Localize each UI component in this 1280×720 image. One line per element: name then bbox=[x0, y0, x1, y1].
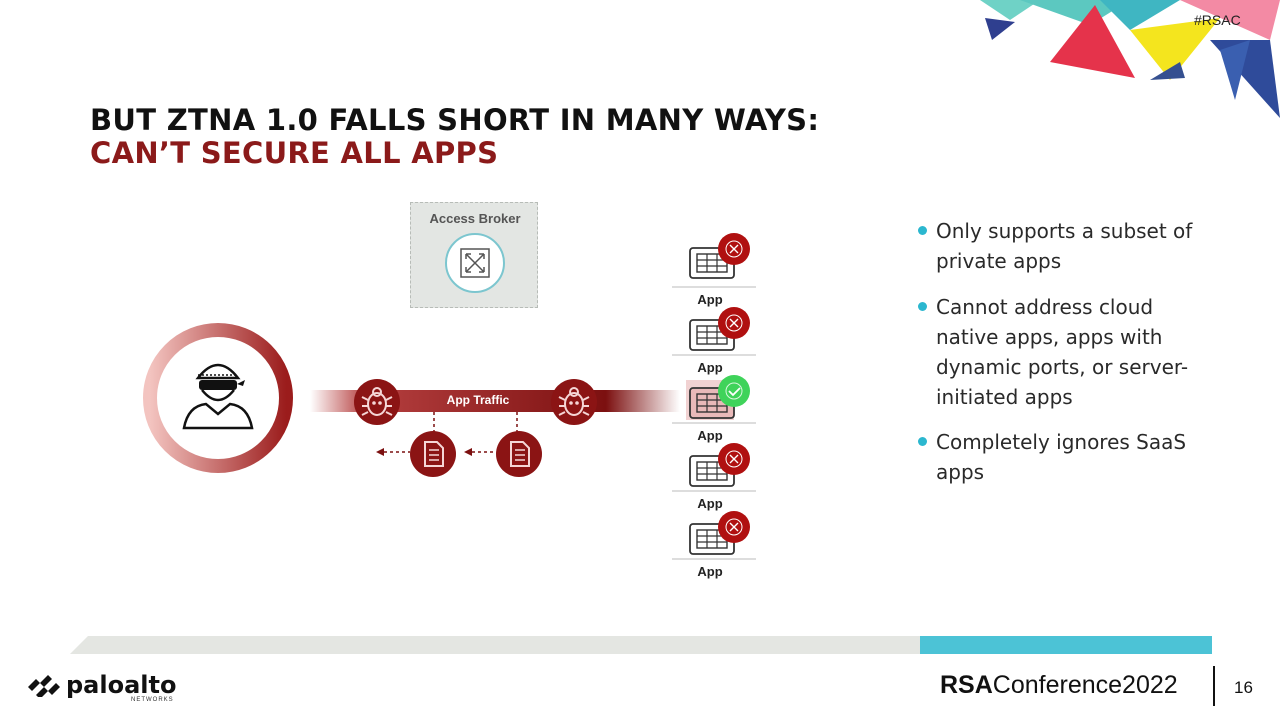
paloalto-logo-icon bbox=[28, 675, 60, 697]
slide-title: BUT ZTNA 1.0 FALLS SHORT IN MANY WAYS: bbox=[90, 103, 820, 137]
bullet-text: Only supports a subset of private apps bbox=[936, 219, 1193, 273]
app-label: App bbox=[697, 360, 723, 375]
app-list: App App App bbox=[672, 232, 780, 592]
conference-brand: RSAConference2022 bbox=[940, 671, 1178, 700]
malware-bug-icon bbox=[551, 379, 597, 425]
logo-subtext: NETWORKS bbox=[131, 697, 174, 703]
x-icon bbox=[718, 233, 750, 265]
app-label: App bbox=[697, 428, 723, 443]
document-icon bbox=[496, 431, 542, 477]
app-label: App bbox=[697, 292, 723, 307]
bullet-text: Cannot address cloud native apps, apps w… bbox=[936, 295, 1189, 409]
app-label: App bbox=[697, 564, 723, 579]
conference-name: Conference2022 bbox=[992, 671, 1178, 699]
slide-subtitle: CAN’T SECURE ALL APPS bbox=[90, 136, 499, 170]
bullet-text: Completely ignores SaaS apps bbox=[936, 430, 1187, 484]
app-item: App bbox=[672, 232, 770, 312]
malware-bug-icon bbox=[354, 379, 400, 425]
logo-text: paloalto bbox=[66, 671, 177, 699]
page-number: 16 bbox=[1234, 678, 1253, 697]
footer-bar bbox=[70, 636, 1212, 654]
app-label: App bbox=[697, 496, 723, 511]
bullet-dot bbox=[918, 226, 927, 235]
document-icon bbox=[410, 431, 456, 477]
bullet-dot bbox=[918, 302, 927, 311]
app-item: App bbox=[672, 306, 770, 386]
access-broker-label: Access Broker bbox=[429, 211, 521, 226]
hacker-icon bbox=[143, 323, 293, 473]
access-broker-box: Access Broker bbox=[410, 202, 538, 308]
app-item: App bbox=[672, 374, 770, 454]
hashtag: #RSAC bbox=[1194, 12, 1241, 28]
bullet-item: Completely ignores SaaS apps bbox=[918, 427, 1218, 487]
decorative-triangles bbox=[980, 0, 1280, 118]
x-icon bbox=[718, 443, 750, 475]
app-traffic-label: App Traffic bbox=[446, 393, 510, 407]
bullet-item: Cannot address cloud native apps, apps w… bbox=[918, 292, 1218, 412]
check-icon bbox=[718, 375, 750, 407]
app-item: App bbox=[672, 510, 770, 590]
x-icon bbox=[718, 307, 750, 339]
x-icon bbox=[718, 511, 750, 543]
bullet-dot bbox=[918, 437, 927, 446]
router-icon bbox=[445, 233, 505, 293]
conference-brand-rsa: RSA bbox=[940, 671, 993, 699]
bullet-item: Only supports a subset of private apps bbox=[918, 216, 1218, 276]
app-item: App bbox=[672, 442, 770, 522]
footer-divider bbox=[1213, 666, 1215, 706]
